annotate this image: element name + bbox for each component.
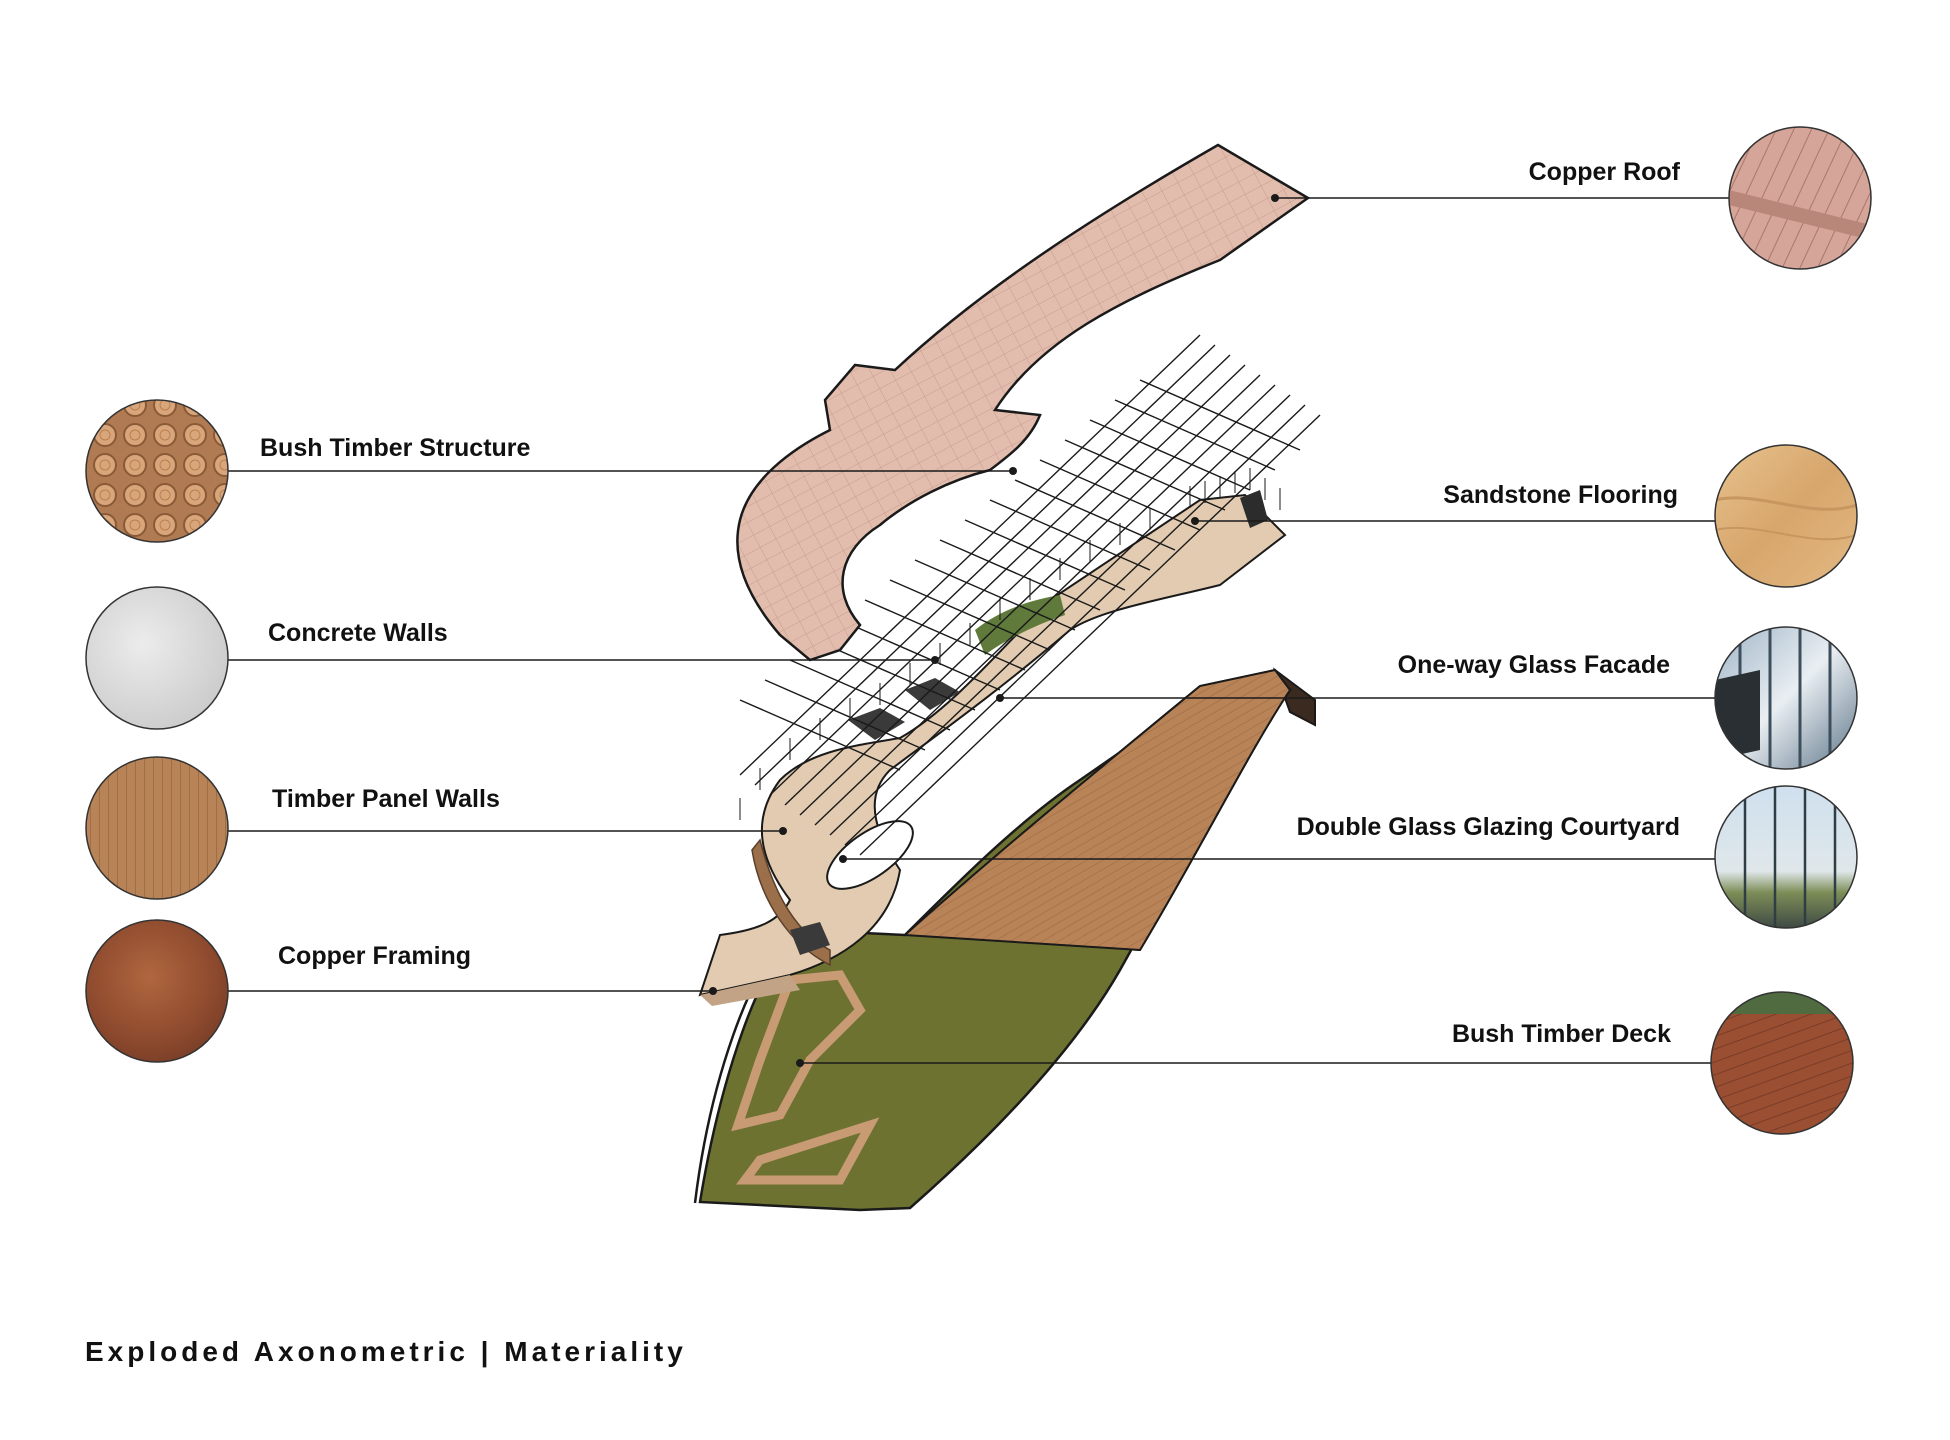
lawn-path xyxy=(731,970,866,1132)
leader-dots xyxy=(709,194,1279,1067)
copper-roof-shape xyxy=(736,143,1311,662)
label-copper-framing: Copper Framing xyxy=(278,942,472,970)
label-one-way-glass-facade: One-way Glass Facade xyxy=(1397,651,1670,679)
swatch-one-way-glass-facade xyxy=(1714,626,1858,770)
label-sandstone-flooring: Sandstone Flooring xyxy=(1443,481,1678,509)
timber-panel-walls xyxy=(751,838,831,967)
swatch-sandstone-flooring xyxy=(1714,444,1858,588)
label-copper-roof: Copper Roof xyxy=(1528,158,1680,186)
swatch-double-glass-glazing xyxy=(1714,785,1858,929)
swatch-concrete-walls xyxy=(85,586,229,730)
label-double-glass-glazing-courtyard: Double Glass Glazing Courtyard xyxy=(1296,813,1680,841)
diagram-caption: Exploded Axonometric | Materiality xyxy=(85,1336,687,1367)
swatch-timber-panel-walls xyxy=(85,756,229,900)
wall-end xyxy=(1240,490,1268,528)
planting-strip xyxy=(975,595,1065,655)
swatch-copper-framing xyxy=(85,919,229,1063)
leader-lines xyxy=(228,197,1729,1064)
label-concrete-walls: Concrete Walls xyxy=(268,619,448,647)
label-bush-timber-structure: Bush Timber Structure xyxy=(260,434,531,462)
swatch-bush-timber-deck xyxy=(1710,991,1854,1135)
dark-roof-block xyxy=(848,708,905,740)
lawn-path-2 xyxy=(736,1117,880,1185)
courtyard-void xyxy=(826,820,914,890)
ground-deck-layer xyxy=(693,667,1316,1212)
swatch-copper-roof xyxy=(1728,126,1872,270)
swatch-bush-timber-structure xyxy=(85,399,229,543)
dark-roof-block-3 xyxy=(790,922,830,955)
floor-edge xyxy=(700,975,800,1006)
label-timber-panel-walls: Timber Panel Walls xyxy=(272,785,500,813)
label-bush-timber-deck: Bush Timber Deck xyxy=(1451,1020,1671,1048)
timber-structure-grid xyxy=(739,334,1321,856)
